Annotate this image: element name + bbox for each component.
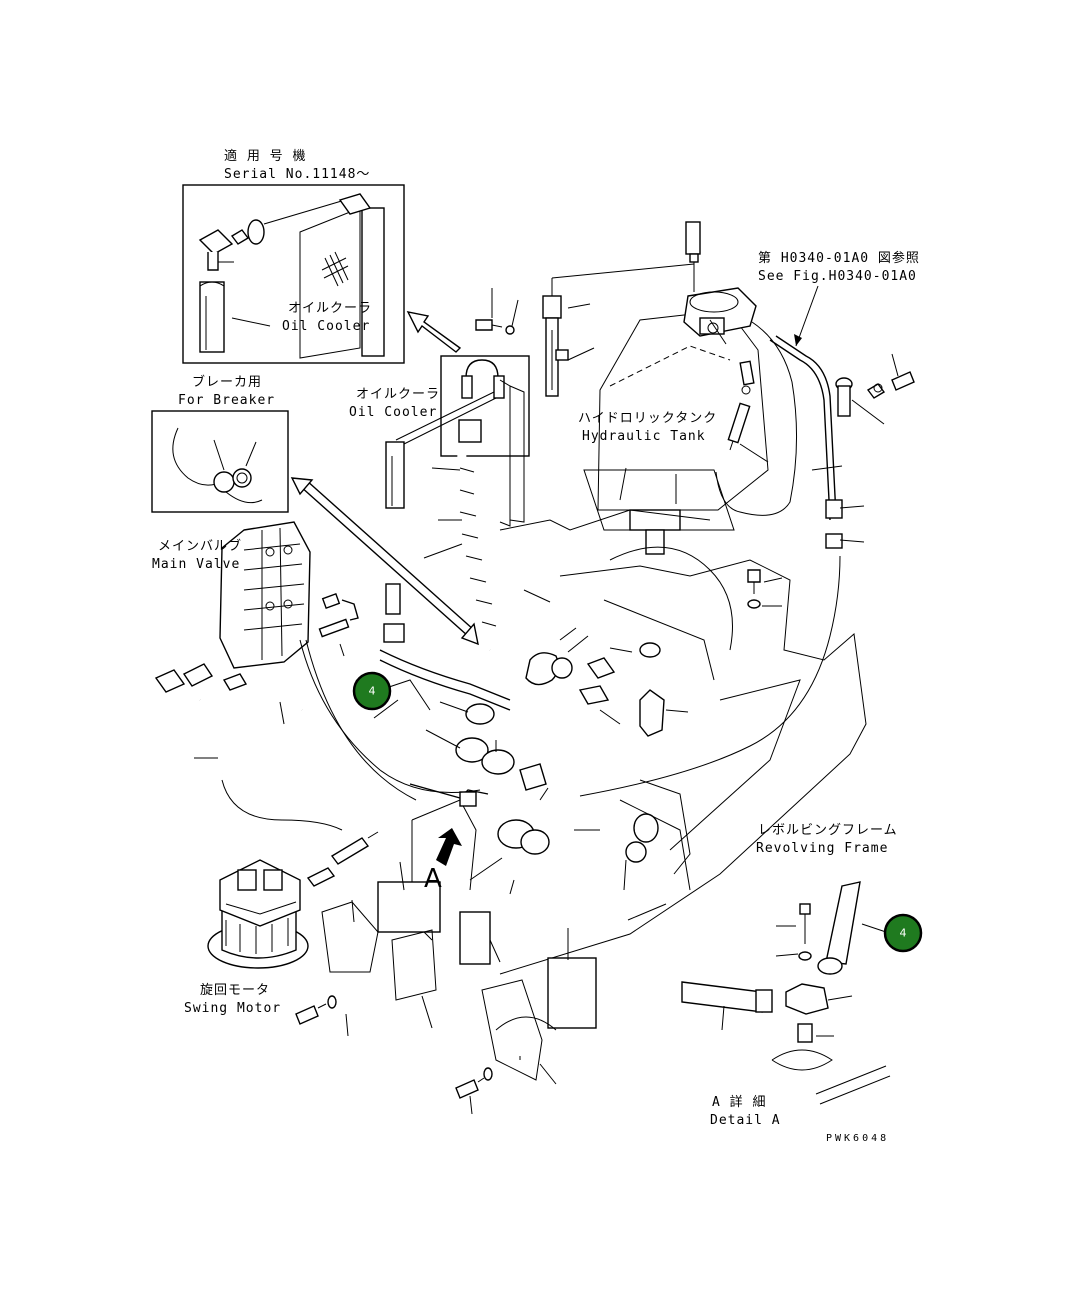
oil-cooler-label-ja: オイルクーラ [356, 387, 440, 402]
breaker-double-arrow [290, 477, 479, 646]
main-valve-label-ja: メインバルブ [158, 538, 242, 554]
hydraulic-tank-label-ja: ハイドロリックタンク [578, 411, 717, 426]
breaker-label-ja: ブレーカ用 [192, 374, 262, 390]
callout-4-detail[interactable]: 4 [883, 913, 923, 953]
swing-motor-label-en: Swing Motor [184, 1001, 281, 1016]
oil-cooler-serial-inset: オイルクーラ Oil Cooler [182, 184, 405, 364]
see-fig-label-ja: 第 H0340-01A0 図参照 [758, 250, 920, 266]
hydraulic-tank [475, 221, 915, 797]
view-a-label: A [424, 864, 442, 894]
serial-label-en: Serial No.11148〜 [224, 167, 370, 182]
serial-label-ja: 適 用 号 機 [224, 148, 306, 164]
callout-circle[interactable] [883, 913, 923, 953]
breaker-label-en: For Breaker [178, 393, 275, 408]
view-a-arrow [436, 828, 462, 866]
revolving-frame [321, 509, 867, 1081]
revolving-frame-label-ja: レボルビングフレーム [758, 823, 898, 838]
callout-4-main[interactable]: 4 [352, 671, 392, 711]
detail-a [681, 881, 891, 1105]
for-breaker-inset [151, 410, 289, 513]
swing-motor [207, 831, 379, 969]
oil-cooler-assembly [385, 355, 530, 652]
leader-lines [194, 288, 899, 1115]
callout-circle[interactable] [352, 671, 392, 711]
revolving-frame-label-en: Revolving Frame [756, 841, 888, 856]
detail-a-label-ja: A 詳 細 [712, 1094, 766, 1110]
hydraulic-tank-label-en: Hydraulic Tank [582, 429, 706, 444]
main-valve [154, 521, 481, 831]
detail-a-label-en: Detail A [710, 1113, 781, 1128]
main-valve-label-en: Main Valve [152, 557, 240, 572]
oil-cooler-inset-label-ja: オイルクーラ [288, 301, 372, 316]
oil-cooler-label-en: Oil Cooler [349, 405, 437, 420]
swing-motor-label-ja: 旋回モータ [200, 983, 270, 998]
inset-pointer-arrow [406, 311, 462, 353]
oil-cooler-inset-label-en: Oil Cooler [282, 319, 370, 334]
bolts-and-washers [295, 569, 761, 1099]
see-fig-label-en: See Fig.H0340-01A0 [758, 269, 917, 284]
drawing-number: PWK6048 [826, 1133, 889, 1144]
